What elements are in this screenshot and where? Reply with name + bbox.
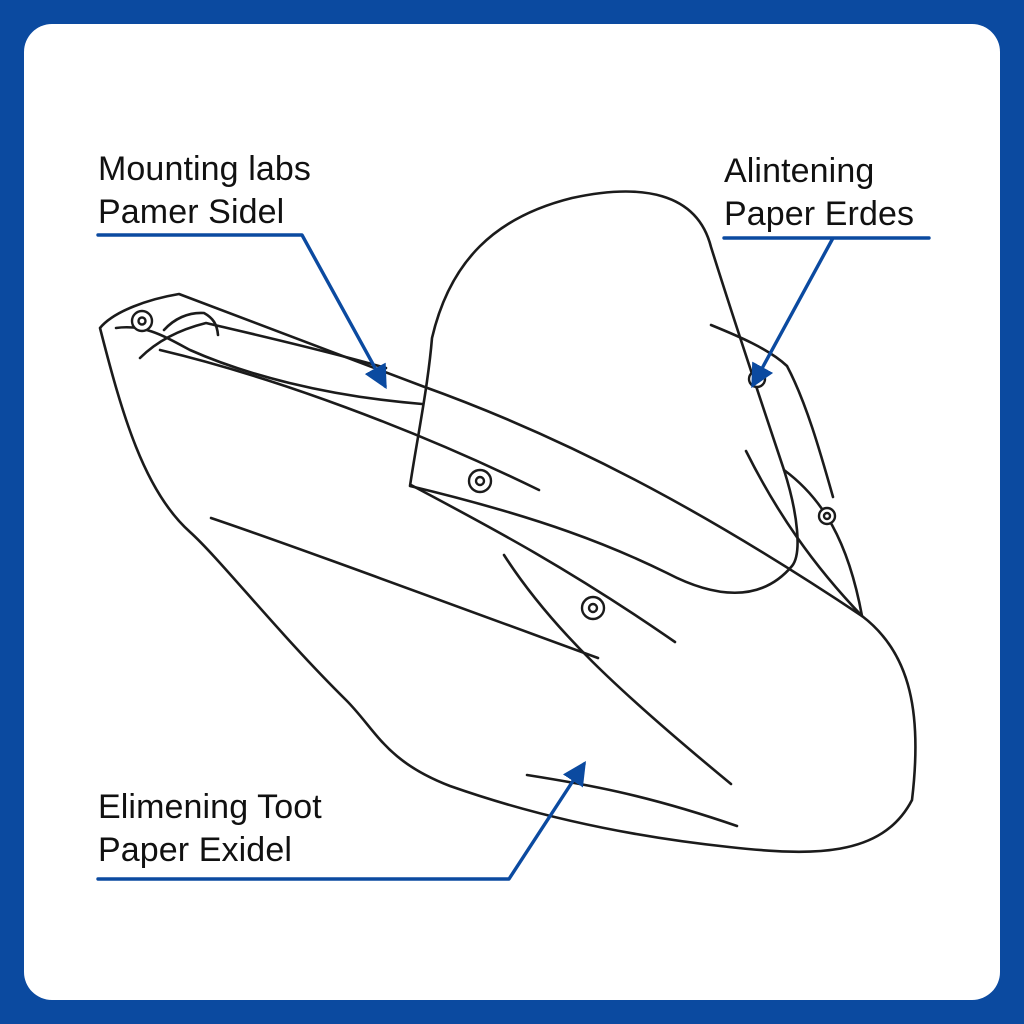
upper-crease [158, 348, 541, 492]
middle-crease [409, 483, 677, 644]
right-edge-lower [782, 468, 864, 618]
screw-right-lower-inner [822, 511, 832, 521]
callout-top-left-line-2: Pamer Sidel [98, 193, 285, 231]
leader-top-right [722, 236, 931, 385]
callout-top-right-line-2: Paper Erdes [724, 195, 915, 233]
screw-lower-inner [587, 602, 599, 614]
fairing-diagram [96, 190, 931, 881]
left-top-flange [162, 311, 220, 337]
leader-top-left [96, 233, 387, 390]
fairing-main-body [98, 292, 917, 854]
callout-bottom-left-line-2: Paper Exidel [98, 831, 292, 869]
right-side-edge [709, 323, 835, 499]
left-inner-cavity [138, 321, 388, 370]
callout-top-right: Alintening Paper Erdes [724, 150, 914, 236]
leader-bottom-left [96, 761, 586, 881]
inner-right-contour [744, 449, 864, 618]
fairing-outline [98, 190, 917, 854]
screw-top-left-inner [137, 316, 147, 326]
bottom-edge-detail [525, 773, 739, 828]
callout-bottom-left-line-1: Elimening Toot [98, 788, 322, 826]
diagram-panel: Mounting labs Pamer Sidel Alintening Pap… [24, 24, 1000, 1000]
callout-bottom-left: Elimening Toot Paper Exidel [98, 786, 322, 872]
screw-center-inner [474, 475, 486, 487]
callout-top-left: Mounting labs Pamer Sidel [98, 148, 311, 234]
lower-crease [209, 516, 600, 660]
callout-top-right-line-1: Alintening [724, 152, 875, 190]
windscreen-top [408, 190, 799, 594]
callout-top-left-line-1: Mounting labs [98, 150, 311, 188]
center-fold [502, 553, 733, 786]
callout-lines [96, 233, 931, 881]
screws [130, 309, 837, 621]
